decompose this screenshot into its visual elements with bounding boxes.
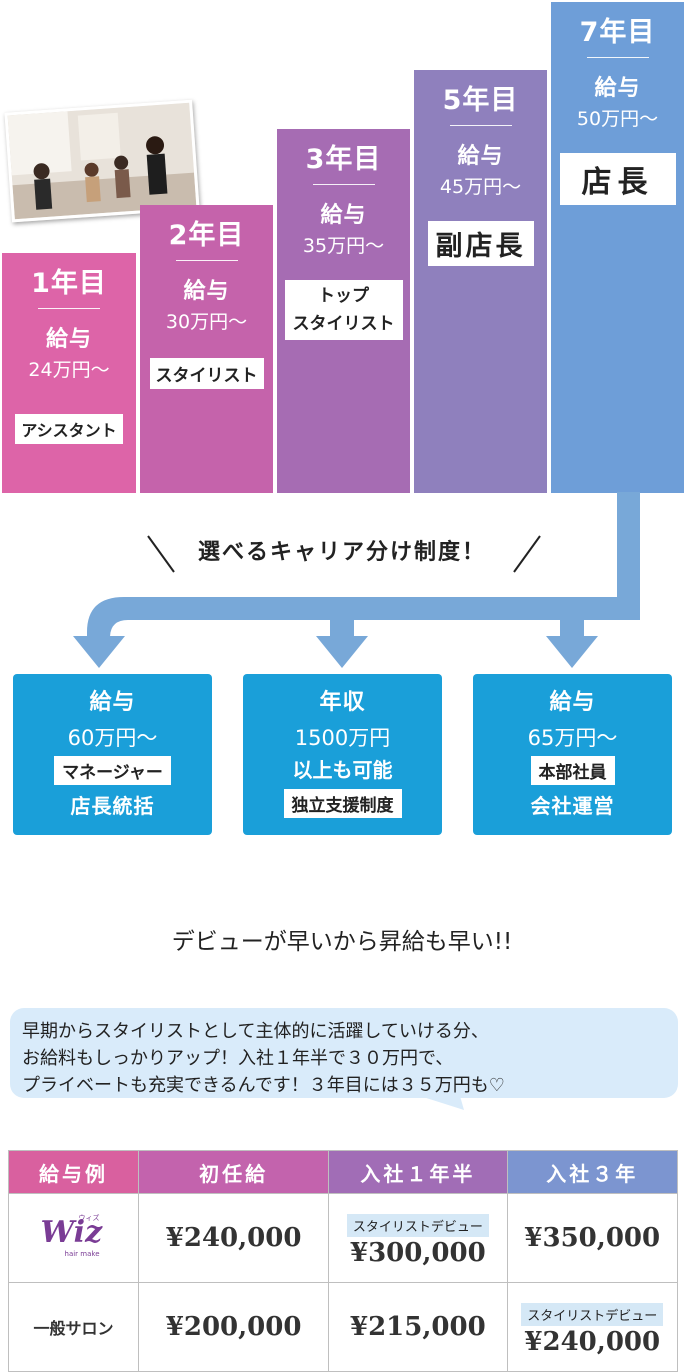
cell-start-salary: ¥200,000 — [138, 1282, 330, 1372]
career-path-manager: 給与 60万円〜 マネージャー 店長統括 — [13, 674, 212, 835]
path-role: 独立支援制度 — [283, 789, 402, 818]
role-line-2: スタイリスト — [292, 314, 395, 334]
path-sub: 会社運営 — [530, 794, 615, 818]
logo-text: Wiz — [40, 1215, 103, 1250]
role-badge: 副店長 — [427, 221, 534, 266]
path-amount: 60万円〜 — [67, 726, 158, 750]
role-badge: 店長 — [559, 153, 676, 205]
path-label: 給与 — [549, 690, 596, 715]
path-role: 本部社員 — [530, 756, 615, 785]
table-row: Wiz ウィズ hair make ¥240,000 スタイリストデビュー ¥3… — [7, 1193, 679, 1283]
divider — [449, 125, 512, 126]
ladder-year-5: 5年目 給与 45万円〜 副店長 — [414, 70, 547, 493]
path-sub: 店長統括 — [70, 794, 155, 818]
debut-tag: スタイリストデビュー — [346, 1214, 489, 1237]
salary-label: 給与 — [183, 279, 230, 304]
debut-heading: デビューが早いから昇給も早い!! — [171, 929, 513, 955]
cell-year-1-5: ¥215,000 — [328, 1282, 508, 1372]
career-path-independence: 年収 1500万円 以上も可能 独立支援制度 — [243, 674, 442, 835]
salary-amount: 45万円〜 — [439, 176, 522, 198]
cell-value: ¥240,000 — [524, 1327, 661, 1357]
salary-amount: 24万円〜 — [28, 359, 110, 381]
cell-year-1-5: スタイリストデビュー ¥300,000 — [328, 1193, 508, 1283]
career-path-headquarters: 給与 65万円〜 本部社員 会社運営 — [473, 674, 672, 835]
role-badge: スタイリスト — [149, 358, 264, 389]
role-line-1: トップ — [318, 286, 369, 306]
debut-tag: スタイリストデビュー — [521, 1303, 664, 1326]
path-amount: 65万円〜 — [527, 726, 618, 750]
ladder-year-2: 2年目 給与 30万円〜 スタイリスト — [140, 205, 273, 493]
ladder-year-1: 1年目 給与 24万円〜 アシスタント — [2, 253, 136, 493]
salary-comparison-table: 給与例 初任給 入社１年半 入社３年 Wiz ウィズ hair make ¥24… — [7, 1150, 679, 1372]
table-header: 初任給 — [138, 1150, 330, 1194]
ladder-year-3: 3年目 給与 35万円〜 トップ スタイリスト — [277, 129, 410, 493]
year-label: 3年目 — [305, 144, 382, 175]
path-role: マネージャー — [54, 756, 171, 785]
cell-value: ¥300,000 — [350, 1238, 486, 1268]
salary-label: 給与 — [457, 144, 504, 169]
path-amount: 1500万円 — [294, 726, 391, 750]
table-header: 入社３年 — [506, 1150, 679, 1194]
table-header: 給与例 — [7, 1150, 140, 1194]
year-label: 1年目 — [31, 268, 107, 299]
logo-subtext: hair make — [64, 1250, 100, 1258]
table-header: 入社１年半 — [328, 1150, 508, 1194]
career-heading: 選べるキャリア分け制度！ — [197, 540, 486, 565]
wiz-logo: Wiz ウィズ hair make — [7, 1193, 140, 1283]
cell-start-salary: ¥240,000 — [138, 1193, 330, 1283]
branch-arrows — [73, 492, 640, 668]
year-label: 5年目 — [442, 85, 519, 116]
cell-year-3: ¥350,000 — [506, 1193, 679, 1283]
divider — [586, 57, 649, 58]
table-header-row: 給与例 初任給 入社１年半 入社３年 — [7, 1150, 679, 1194]
divider — [38, 308, 100, 309]
salary-label: 給与 — [594, 76, 641, 101]
table-row: 一般サロン ¥200,000 ¥215,000 スタイリストデビュー ¥240,… — [7, 1282, 679, 1372]
salon-photo — [4, 99, 200, 223]
salary-amount: 30万円〜 — [165, 311, 248, 333]
year-label: 7年目 — [579, 17, 656, 48]
year-label: 2年目 — [168, 220, 245, 251]
cell-year-3: スタイリストデビュー ¥240,000 — [506, 1282, 679, 1372]
ladder-year-7: 7年目 給与 50万円〜 店長 — [551, 2, 684, 493]
salary-label: 給与 — [320, 203, 367, 228]
speech-bubble: 早期からスタイリストとして主体的に活躍していける分、 お給料もしっかりアップ！入… — [10, 1008, 678, 1098]
cell-salon-name: 一般サロン — [7, 1282, 140, 1372]
heading-slash-right — [513, 535, 541, 573]
bubble-line-3: プライベートも充実できるんです！３年目には３５万円も♡ — [22, 1075, 505, 1096]
path-label: 年収 — [319, 690, 366, 715]
bubble-line-2: お給料もしっかりアップ！入社１年半で３０万円で、 — [22, 1048, 454, 1069]
salary-amount: 50万円〜 — [576, 108, 659, 130]
role-badge: アシスタント — [15, 414, 123, 444]
salary-label: 給与 — [45, 327, 92, 352]
path-amount-note: 以上も可能 — [292, 758, 393, 782]
heading-slash-left — [147, 535, 175, 573]
bubble-tail — [420, 1096, 464, 1110]
path-label: 給与 — [89, 690, 136, 715]
role-badge: トップ スタイリスト — [284, 280, 403, 340]
divider — [175, 260, 238, 261]
bubble-line-1: 早期からスタイリストとして主体的に活躍していける分、 — [22, 1021, 489, 1042]
logo-kana: ウィズ — [78, 1214, 100, 1222]
divider — [312, 184, 375, 185]
salary-amount: 35万円〜 — [302, 235, 385, 257]
